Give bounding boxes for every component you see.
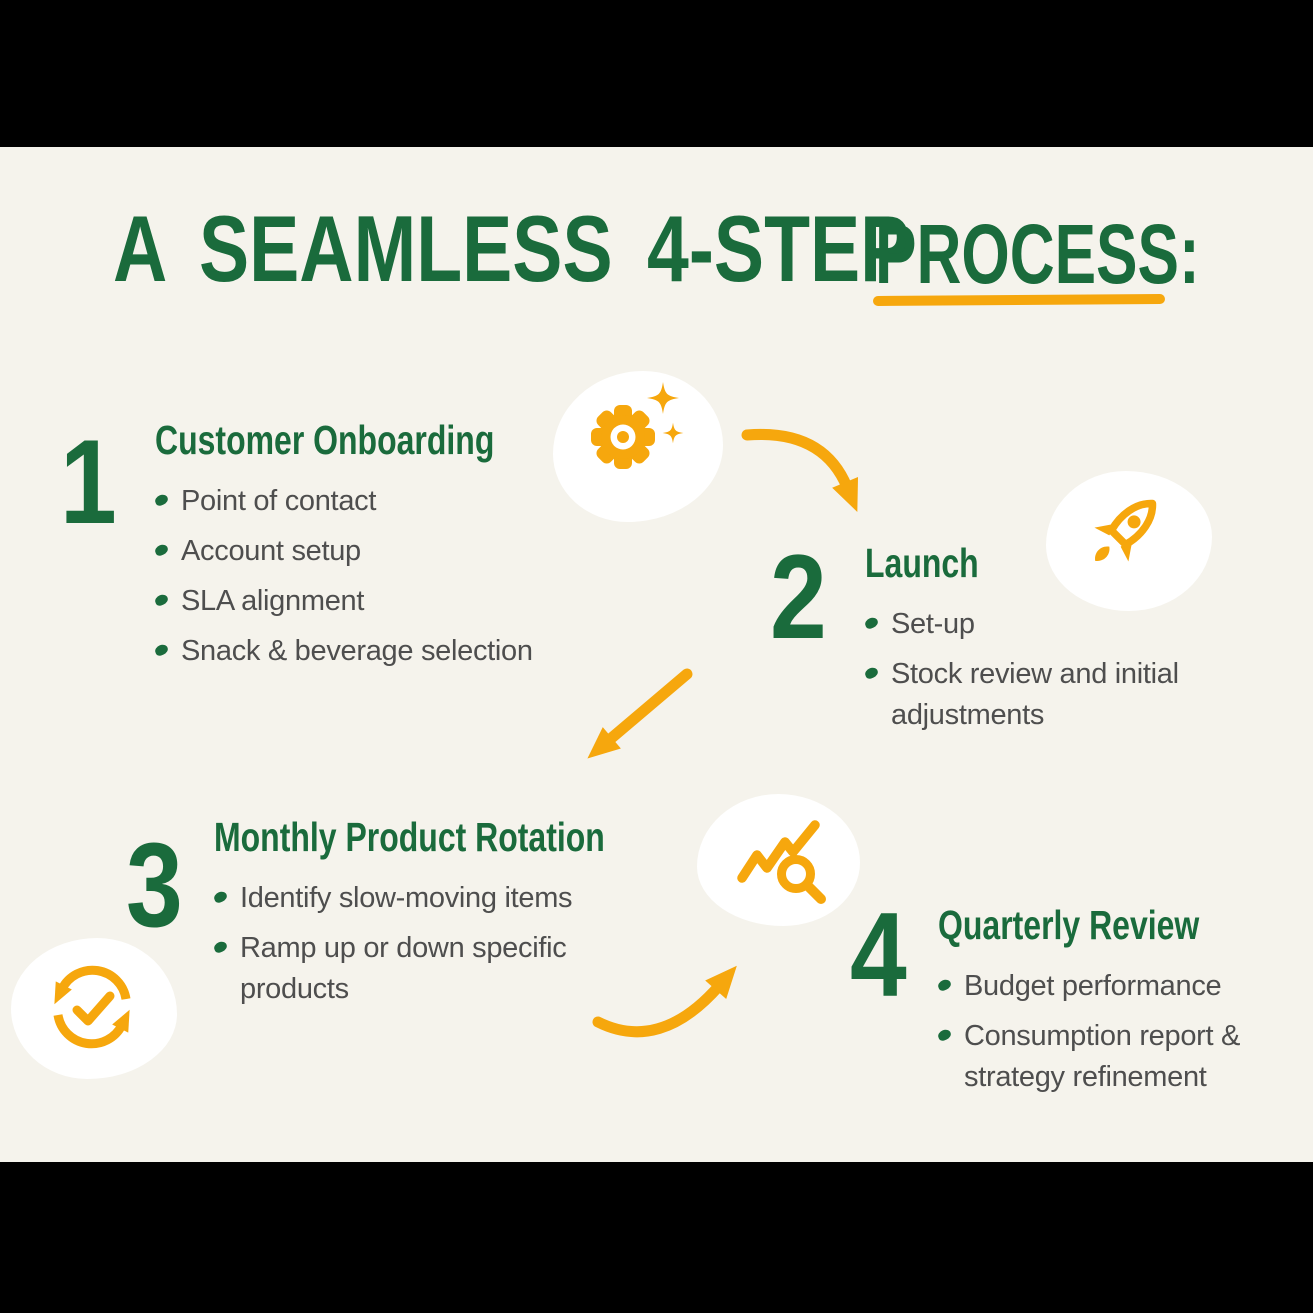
bullet-dot-icon (936, 977, 953, 993)
step-3-heading: Monthly Product Rotation (214, 814, 605, 860)
arrow-step2-to-step3-icon (587, 668, 693, 759)
icon-blob-step3 (697, 794, 860, 926)
list-item: SLA alignment (153, 581, 585, 622)
arrow-step3-to-step4-icon (592, 965, 737, 1038)
bullet-text: Account setup (181, 535, 361, 567)
bullet-dot-icon (212, 889, 229, 905)
bullet-text: Identify slow-moving items (240, 882, 573, 914)
list-item: Account setup (153, 531, 585, 572)
step-4-heading: Quarterly Review (938, 902, 1200, 948)
bullet-dot-icon (936, 1027, 953, 1043)
step-2-number: 2 (770, 530, 827, 664)
bullet-dot-icon (153, 592, 170, 608)
title-underline-accent (872, 293, 1166, 307)
title-main: A SEAMLESS 4-STEP (113, 196, 911, 301)
step-2-bullet-list: Set-up Stock review and initial adjustme… (863, 604, 1210, 736)
bullet-text: Budget performance (964, 970, 1222, 1002)
sync-check-icon (53, 965, 131, 1049)
step-3-body: Monthly Product Rotation Identify slow-m… (212, 814, 715, 1010)
list-item: Set-up (863, 604, 1210, 645)
title-emphasis: PROCESS: (875, 207, 1200, 301)
list-item: Snack & beverage selection (153, 631, 585, 672)
step-4-bullet-list: Budget performance Consumption report & … (936, 966, 1293, 1098)
gear-sparkles-icon (591, 382, 684, 469)
step-3-bullet-list: Identify slow-moving items Ramp up or do… (212, 878, 579, 1010)
step-1-bullet-list: Point of contact Account setup SLA align… (153, 481, 585, 672)
bullet-text: Ramp up or down specific products (240, 932, 567, 1005)
bullet-text: SLA alignment (181, 585, 365, 617)
bullet-dot-icon (153, 542, 170, 558)
top-letterbox-bar (0, 0, 1313, 147)
trend-chart-magnifier-icon (737, 820, 826, 904)
step-4-body: Quarterly Review Budget performance Cons… (936, 902, 1293, 1098)
arrow-step1-to-step2-icon (741, 428, 859, 512)
list-item: Consumption report & strategy refinement (936, 1016, 1293, 1098)
list-item: Stock review and initial adjustments (863, 654, 1210, 736)
step-1-number: 1 (60, 415, 117, 549)
icon-blob-step2 (1046, 471, 1212, 611)
step-2-heading: Launch (865, 540, 979, 586)
bottom-letterbox-bar (0, 1162, 1313, 1313)
step-1-body: Customer Onboarding Point of contact Acc… (153, 417, 590, 672)
bullet-text: Point of contact (181, 485, 377, 517)
bullet-text: Consumption report & strategy refinement (964, 1020, 1241, 1093)
bullet-text: Set-up (891, 608, 975, 640)
icon-blob-step1 (553, 371, 723, 522)
list-item: Ramp up or down specific products (212, 928, 579, 1010)
list-item: Point of contact (153, 481, 585, 522)
step-3-number: 3 (126, 818, 183, 952)
icon-blob-step4 (11, 938, 177, 1079)
list-item: Identify slow-moving items (212, 878, 579, 919)
bullet-dot-icon (863, 615, 880, 631)
step-2-body: Launch Set-up Stock review and initial a… (863, 540, 1210, 736)
list-item: Budget performance (936, 966, 1293, 1007)
bullet-dot-icon (153, 642, 170, 658)
step-1-heading: Customer Onboarding (155, 417, 495, 463)
bullet-dot-icon (212, 939, 229, 955)
bullet-text: Snack & beverage selection (181, 635, 533, 667)
rocket-icon (1094, 499, 1157, 562)
bullet-text: Stock review and initial adjustments (891, 658, 1179, 731)
bullet-dot-icon (153, 492, 170, 508)
step-4-number: 4 (850, 888, 907, 1022)
bullet-dot-icon (863, 665, 880, 681)
